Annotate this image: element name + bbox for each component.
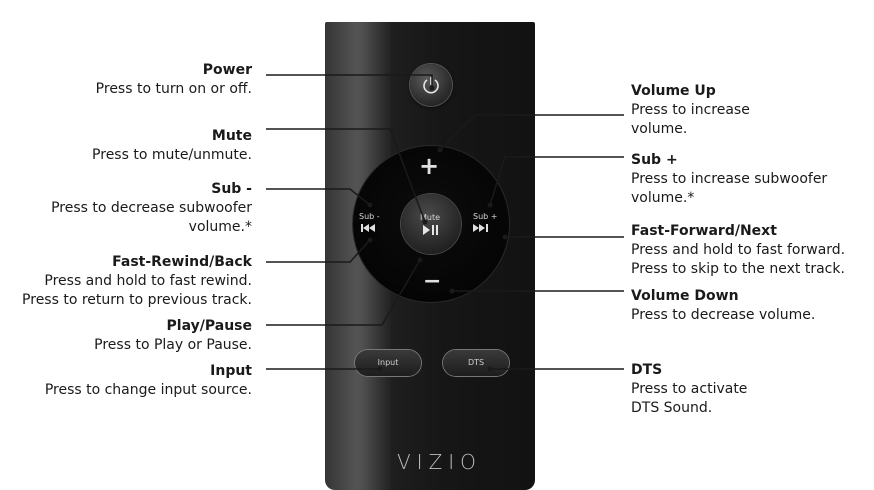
callout-input: Input Press to change input source. xyxy=(45,362,252,400)
power-leader xyxy=(266,74,433,88)
callout-sub-plus: Sub + Press to increase subwoofer volume… xyxy=(631,151,827,208)
callout-volume-down: Volume Down Press to decrease volume. xyxy=(631,287,815,325)
callout-volume-down-title: Volume Down xyxy=(631,288,739,304)
callout-fast-rewind-desc2: Press to return to previous track. xyxy=(22,292,252,308)
brand-logo: VIZIO xyxy=(397,450,482,474)
callout-mute-title: Mute xyxy=(211,128,252,144)
sub-plus-label: Sub + xyxy=(473,212,498,221)
callout-fast-forward: Fast-Forward/Next Press and hold to fast… xyxy=(631,222,845,279)
callout-mute: Mute Press to mute/unmute. xyxy=(92,127,252,165)
callout-fast-rewind: Fast-Rewind/Back Press and hold to fast … xyxy=(22,253,252,310)
dts-button[interactable]: DTS xyxy=(443,350,509,376)
callout-dts: DTS Press to activate DTS Sound. xyxy=(631,361,747,418)
callout-fast-rewind-title: Fast-Rewind/Back xyxy=(112,254,252,270)
callout-play-pause-title: Play/Pause xyxy=(166,318,252,334)
callout-input-desc: Press to change input source. xyxy=(44,382,252,398)
callout-dts-desc1: Press to activate xyxy=(631,381,748,397)
dts-button-label: DTS xyxy=(467,358,485,367)
callout-play-pause-desc: Press to Play or Pause. xyxy=(94,337,252,353)
mute-label: Mute xyxy=(420,213,441,222)
play-pause-leader xyxy=(266,259,421,326)
play-pause-icon xyxy=(423,225,438,235)
callout-play-pause: Play/Pause Press to Play or Pause. xyxy=(94,317,252,355)
callout-volume-up-desc2: volume. xyxy=(631,121,688,137)
input-button[interactable]: Input xyxy=(355,350,421,376)
sub-minus-label: Sub - xyxy=(359,212,380,221)
sub-minus-button[interactable]: Sub - xyxy=(357,212,389,242)
callout-volume-up-desc1: Press to increase xyxy=(631,102,750,118)
callout-sub-plus-desc1: Press to increase subwoofer xyxy=(631,171,828,187)
callout-power: Power Press to turn on or off. xyxy=(96,61,252,99)
callout-input-title: Input xyxy=(210,363,252,379)
callout-sub-minus-title: Sub - xyxy=(211,181,252,197)
volume-up-leader xyxy=(439,114,624,151)
power-button[interactable] xyxy=(410,64,452,106)
volume-down-button[interactable]: − xyxy=(423,269,442,294)
sub-minus-leader xyxy=(266,188,371,206)
callout-volume-up: Volume Up Press to increase volume. xyxy=(631,82,750,139)
fast-rewind-leader xyxy=(266,239,371,263)
callout-mute-desc: Press to mute/unmute. xyxy=(92,147,252,163)
callout-power-title: Power xyxy=(202,62,252,78)
callout-sub-plus-title: Sub + xyxy=(631,152,678,168)
navigation-ring: + − Sub - Sub + Mute xyxy=(353,146,509,302)
mute-play-pause-button[interactable]: Mute xyxy=(401,194,461,254)
fast-forward-icon xyxy=(473,224,488,232)
callout-fast-forward-desc2: Press to skip to the next track. xyxy=(631,261,845,277)
callout-sub-plus-desc2: volume.* xyxy=(631,190,695,206)
callout-power-desc: Press to turn on or off. xyxy=(95,81,252,97)
callout-dts-title: DTS xyxy=(631,362,663,378)
sub-plus-leader xyxy=(489,156,624,206)
callout-fast-forward-title: Fast-Forward/Next xyxy=(631,223,777,239)
callout-sub-minus-desc2: volume.* xyxy=(188,219,252,235)
mute-leader xyxy=(266,128,426,223)
callout-fast-rewind-desc1: Press and hold to fast rewind. xyxy=(44,273,252,289)
callout-volume-down-desc: Press to decrease volume. xyxy=(631,307,816,323)
callout-dts-desc2: DTS Sound. xyxy=(631,400,713,416)
input-button-label: Input xyxy=(377,358,399,367)
sub-plus-button[interactable]: Sub + xyxy=(473,212,507,242)
remote-control: + − Sub - Sub + Mute xyxy=(325,22,535,490)
callout-sub-minus-desc1: Press to decrease subwoofer xyxy=(51,200,252,216)
power-icon xyxy=(423,77,439,94)
callout-fast-forward-desc1: Press and hold to fast forward. xyxy=(631,242,846,258)
rewind-icon xyxy=(361,224,375,232)
callout-sub-minus: Sub - Press to decrease subwoofer volume… xyxy=(51,180,252,237)
callout-volume-up-title: Volume Up xyxy=(631,83,716,99)
volume-up-button[interactable]: + xyxy=(419,152,440,180)
